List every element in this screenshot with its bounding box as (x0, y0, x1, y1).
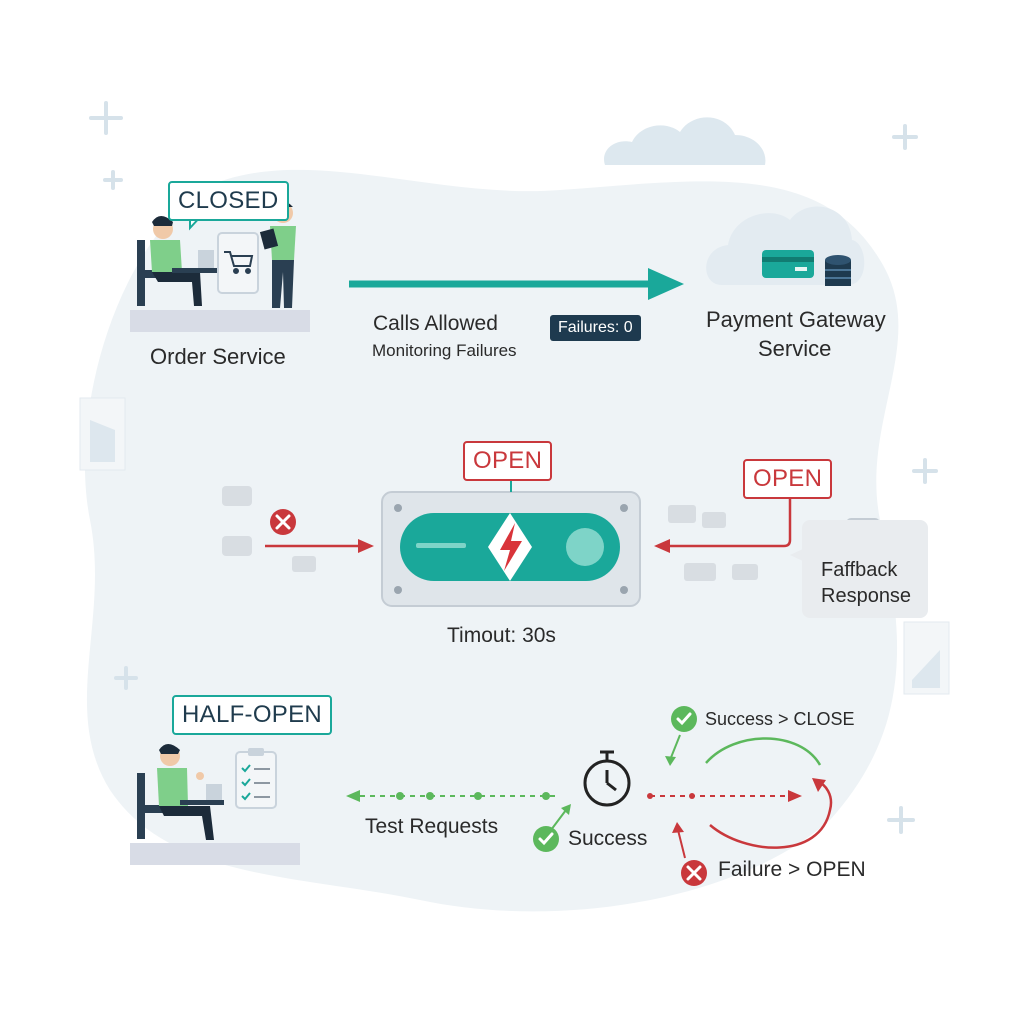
cloud-icon (604, 117, 766, 165)
half-open-illustration (130, 744, 300, 865)
success-label: Success (568, 827, 648, 850)
database-icon (825, 255, 851, 286)
stopwatch-icon (583, 750, 631, 807)
fallback-response-card (802, 520, 928, 618)
fallback-line-2: Response (821, 585, 912, 607)
calls-allowed-arrowhead (648, 268, 684, 300)
timeout-label: Timout: 30s (447, 624, 556, 647)
clipboard-checklist-icon (235, 748, 277, 809)
test-requests-label: Test Requests (365, 815, 499, 838)
success-close-arc (705, 737, 822, 766)
order-service-illustration (130, 201, 310, 332)
shopping-cart-panel (217, 232, 259, 294)
payment-gateway-label: Payment Gateway (706, 307, 886, 332)
failure-open-arc (709, 780, 833, 849)
fallback-line-1: Faffback (821, 559, 898, 581)
plus-sparkle-icon (89, 101, 938, 834)
order-service-label: Order Service (150, 344, 286, 369)
circuit-breaker-switch (381, 491, 641, 607)
failures-count-badge: Failures: 0 (550, 315, 641, 341)
error-x-icon (270, 509, 296, 535)
state-label-closed: CLOSED (168, 181, 289, 221)
person-at-desk-icon (157, 744, 214, 840)
payment-gateway-illustration (706, 206, 865, 286)
state-label-half-open: HALF-OPEN (172, 695, 333, 735)
message-bubble-icon (222, 486, 758, 581)
state-label-open-top: OPEN (463, 441, 553, 481)
failure-open-label: Failure > OPEN (718, 858, 866, 881)
state-label-open-right: OPEN (743, 459, 833, 499)
error-x-icon (681, 860, 707, 886)
success-close-label: Success > CLOSE (705, 709, 855, 729)
lightning-icon (500, 523, 522, 571)
person-at-desk-icon (150, 216, 202, 306)
shopping-cart-icon (224, 251, 254, 274)
calls-allowed-label: Calls Allowed (373, 312, 498, 335)
monitoring-failures-label: Monitoring Failures (372, 341, 517, 360)
check-icon (533, 706, 697, 852)
credit-card-icon (762, 250, 814, 278)
payment-gateway-service-label: Service (758, 336, 832, 361)
fallback-return-arrow (668, 497, 792, 548)
